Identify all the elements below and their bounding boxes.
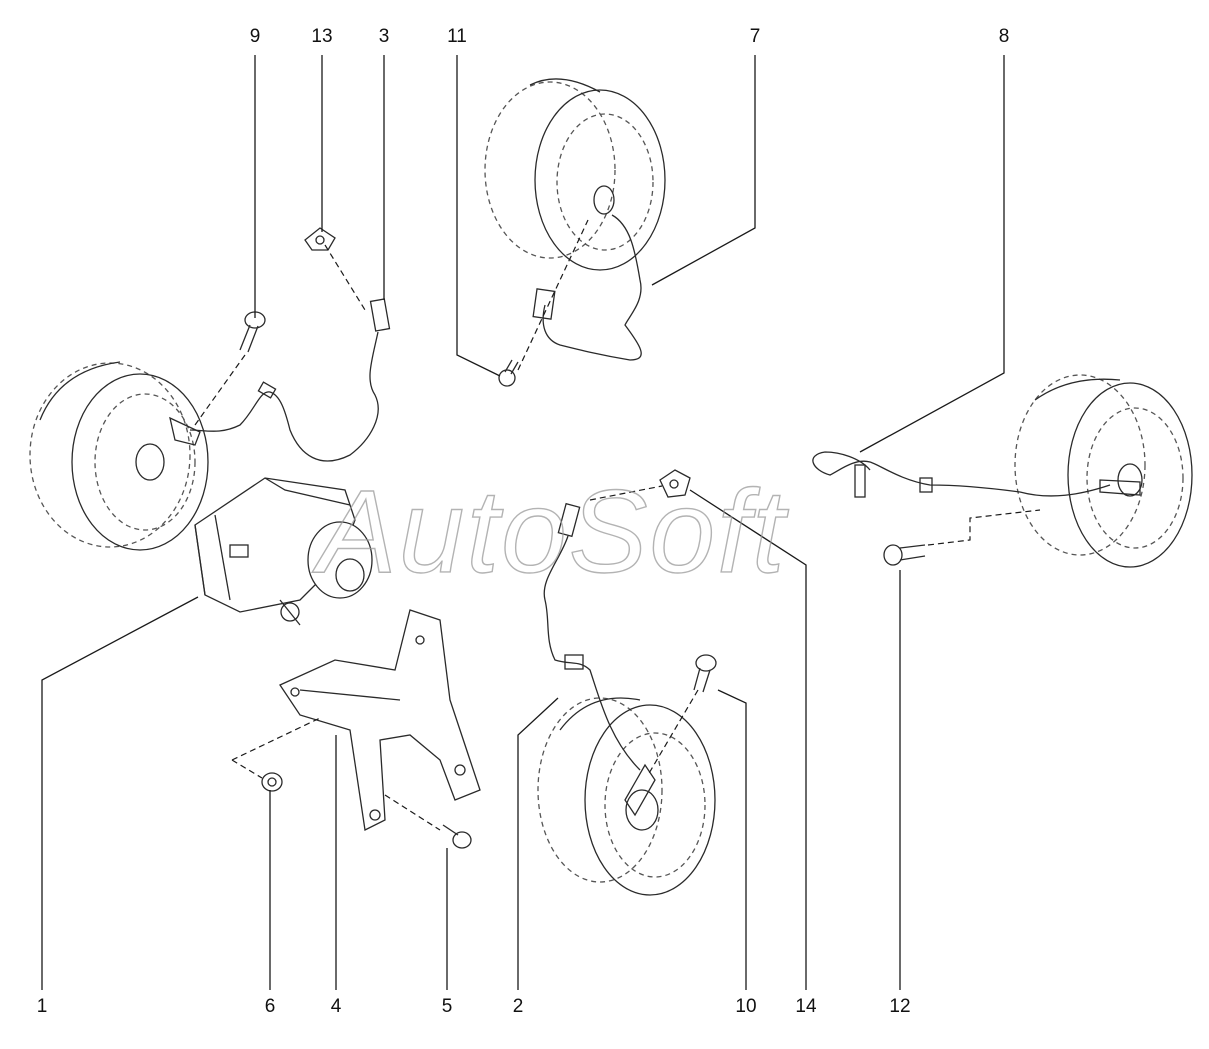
callout-6: 6 [265,996,276,1017]
callout-12: 12 [889,996,910,1017]
clip-13 [304,227,336,251]
wheel-rear-right [1014,374,1193,568]
bolt-12 [883,544,926,566]
wheel-speed-sensor-rear-top [498,214,642,387]
bolt-9 [239,311,266,353]
callout-8: 8 [999,26,1010,47]
nut [261,772,283,792]
wheel-speed-sensor-rear-right [812,451,1141,498]
callout-9: 9 [250,26,261,47]
wheel-front-right [537,697,716,896]
abs-hydraulic-unit [194,477,373,626]
callout-5: 5 [442,996,453,1017]
wheel-rear-top [484,78,666,271]
wheel-front-left [29,361,209,551]
callout-2: 2 [513,996,524,1017]
bolt-bracket [442,824,472,849]
callout-1: 1 [37,996,48,1017]
callout-11: 11 [447,26,467,47]
bracket [279,609,481,831]
callout-3: 3 [379,26,390,47]
callout-labels: 9 13 3 11 7 8 1 6 4 5 2 10 14 12 [37,26,1010,1017]
callout-14: 14 [795,996,817,1017]
assembly-lines [194,219,1041,831]
leader-lines [41,55,1005,990]
watermark-text: AutoSoft [312,466,789,598]
wheel-speed-sensor-front-right [543,502,656,817]
wheel-speed-sensor-front-left [169,298,391,462]
callout-4: 4 [331,996,342,1017]
callout-7: 7 [750,26,761,47]
clip-14 [659,469,691,498]
bolt-10 [693,654,717,693]
callout-10: 10 [735,996,756,1017]
callout-13: 13 [311,26,332,47]
